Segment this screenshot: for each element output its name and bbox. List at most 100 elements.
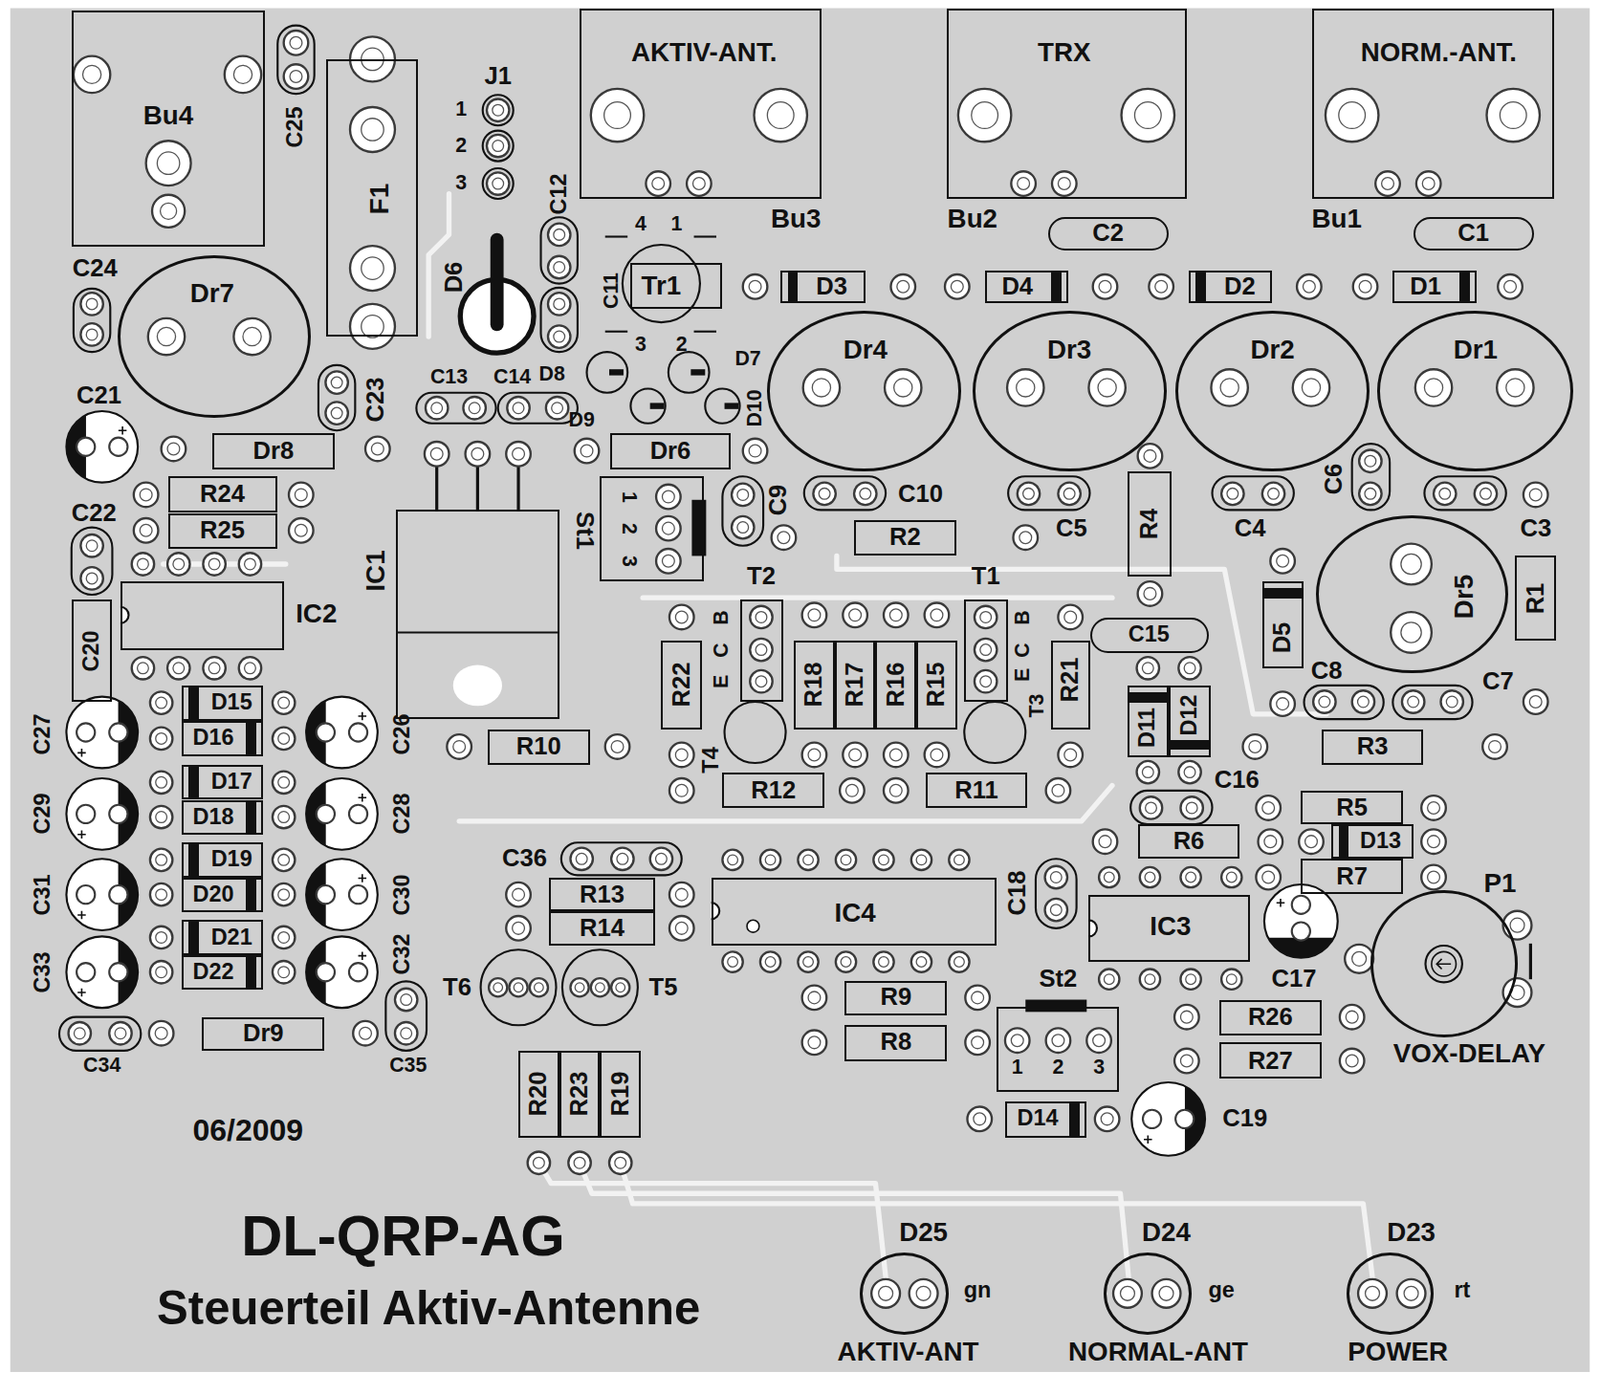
pot-knob bbox=[1431, 951, 1457, 977]
solder-pad bbox=[1358, 449, 1381, 472]
solder-hole bbox=[808, 748, 821, 762]
solder-pad bbox=[488, 978, 507, 997]
solder-hole bbox=[278, 966, 290, 979]
solder-hole bbox=[727, 854, 739, 866]
silkscreen-label: C bbox=[712, 642, 733, 658]
solder-hole bbox=[1364, 455, 1377, 467]
solder-hole bbox=[1268, 487, 1280, 500]
part-name: D22 bbox=[192, 961, 234, 984]
round-component-outline: D25gnAKTIV-ANT bbox=[859, 1252, 949, 1335]
electrolytic-outline bbox=[65, 778, 138, 851]
solder-hole bbox=[86, 298, 98, 310]
solder-pad bbox=[1086, 1028, 1112, 1053]
solder-pad bbox=[272, 727, 295, 750]
solder-pad bbox=[1503, 978, 1533, 1008]
solder-hole bbox=[1381, 177, 1395, 191]
solder-hole bbox=[1358, 280, 1372, 293]
solder-pad bbox=[527, 1151, 550, 1174]
solder-hole bbox=[468, 402, 481, 415]
capacitor-outline bbox=[561, 842, 682, 876]
transformer-bracket bbox=[694, 330, 717, 333]
solder-pad bbox=[924, 743, 950, 768]
solder-hole bbox=[278, 811, 290, 824]
solder-pad bbox=[547, 223, 570, 246]
electrolytic-outline bbox=[65, 697, 138, 769]
solder-hole bbox=[818, 487, 831, 500]
solder-pad bbox=[1292, 921, 1311, 941]
capacitor-outline bbox=[1130, 790, 1212, 825]
solder-hole bbox=[330, 407, 343, 419]
solder-hole bbox=[1301, 378, 1320, 397]
capacitor-box: C2 bbox=[1048, 217, 1169, 251]
solder-pad bbox=[1121, 88, 1175, 142]
solder-hole bbox=[471, 447, 484, 461]
solder-hole bbox=[82, 65, 101, 84]
led-outline bbox=[668, 351, 710, 394]
solder-hole bbox=[1141, 767, 1154, 779]
solder-hole bbox=[1019, 531, 1032, 545]
part-name: Dr2 bbox=[1249, 336, 1294, 364]
solder-pad bbox=[591, 88, 644, 142]
part-name: D21 bbox=[211, 926, 253, 949]
solder-pad bbox=[1221, 482, 1244, 505]
silkscreen-label: T6 bbox=[442, 975, 472, 1001]
component-box: R21 bbox=[1051, 640, 1091, 730]
solder-hole bbox=[1052, 784, 1065, 797]
solder-hole bbox=[1227, 487, 1239, 500]
solder-pad bbox=[1243, 734, 1269, 760]
solder-hole bbox=[1249, 741, 1262, 754]
part-name: R4 bbox=[1138, 508, 1163, 541]
solder-pad bbox=[1045, 898, 1068, 921]
solder-pad bbox=[272, 961, 295, 984]
solder-pad bbox=[486, 172, 509, 195]
solder-pad bbox=[349, 805, 368, 824]
board-ground bbox=[10, 8, 1591, 1373]
capacitor-outline bbox=[498, 393, 578, 424]
solder-hole bbox=[1220, 378, 1239, 397]
round-component-outline: Dr1 bbox=[1377, 310, 1574, 472]
diode-cathode-band bbox=[1129, 692, 1167, 703]
solder-hole bbox=[614, 1157, 627, 1169]
solder-hole bbox=[361, 118, 384, 141]
solder-hole bbox=[1427, 835, 1441, 849]
solder-pad bbox=[272, 883, 295, 906]
part-name: Dr6 bbox=[650, 438, 692, 464]
diode-cathode-band bbox=[1051, 272, 1062, 302]
solder-hole bbox=[1144, 974, 1156, 986]
solder-hole bbox=[930, 609, 943, 622]
part-name: IC2 bbox=[295, 600, 337, 628]
part-name: T2 bbox=[746, 564, 776, 590]
solder-pad bbox=[76, 963, 95, 982]
solder-hole bbox=[1439, 487, 1451, 500]
solder-pad bbox=[974, 638, 997, 661]
solder-hole bbox=[155, 889, 168, 901]
solder-pad bbox=[944, 274, 970, 300]
capacitor-outline bbox=[482, 168, 514, 199]
part-name: R2 bbox=[889, 525, 921, 550]
solder-pad bbox=[272, 849, 295, 872]
solder-hole bbox=[575, 853, 588, 865]
solder-hole bbox=[652, 177, 665, 191]
silkscreen-label: 2 bbox=[1052, 1057, 1065, 1078]
part-name: D15 bbox=[211, 691, 253, 714]
diode-cathode-band bbox=[188, 844, 199, 876]
solder-pad bbox=[547, 292, 570, 315]
solder-hole bbox=[1023, 487, 1035, 500]
copper-trace bbox=[642, 595, 1113, 601]
solder-hole bbox=[553, 262, 566, 274]
solder-pad bbox=[76, 438, 95, 457]
solder-pad bbox=[974, 670, 997, 693]
solder-pad bbox=[239, 657, 262, 680]
polarity-plus bbox=[358, 793, 368, 803]
part-name: R16 bbox=[883, 661, 909, 707]
solder-pad bbox=[167, 552, 190, 575]
solder-pad bbox=[1440, 690, 1463, 713]
solder-hole bbox=[1063, 487, 1075, 500]
solder-pad bbox=[731, 483, 754, 506]
silkscreen-label: T5 bbox=[649, 975, 679, 1001]
solder-hole bbox=[859, 487, 872, 500]
solder-hole bbox=[808, 991, 821, 1005]
part-name: R9 bbox=[879, 986, 912, 1011]
led-outline bbox=[704, 388, 740, 423]
solder-hole bbox=[1305, 835, 1318, 849]
